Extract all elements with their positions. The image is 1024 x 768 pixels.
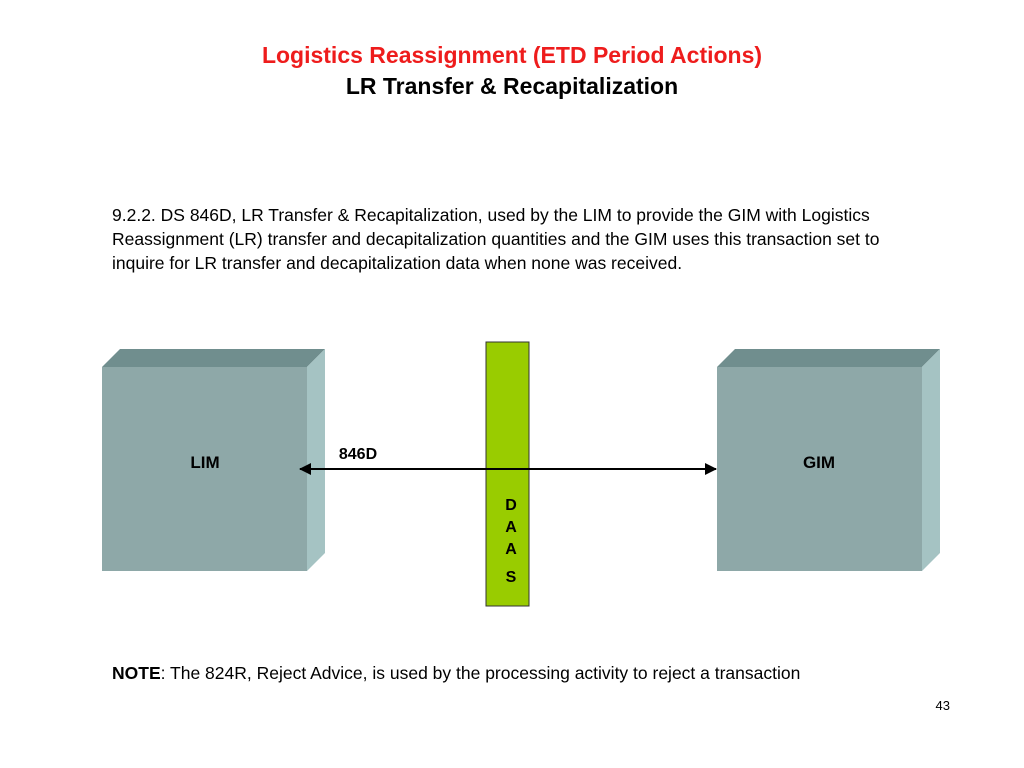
slide-title: Logistics Reassignment (ETD Period Actio…: [0, 40, 1024, 102]
gim-box-side: [922, 349, 940, 571]
lim-label: LIM: [190, 453, 219, 472]
daas-bar-rect: [485, 341, 530, 607]
daas-letter-1: D: [505, 497, 517, 514]
lim-box-front: [102, 367, 307, 571]
note-key: NOTE: [112, 663, 161, 683]
daas-letter-2: A: [505, 519, 517, 536]
body-paragraph: 9.2.2. DS 846D, LR Transfer & Recapitali…: [112, 205, 880, 273]
arrow-label-846d: 846D: [339, 446, 377, 463]
lim-box: LIM: [102, 349, 325, 571]
gim-box: GIM: [717, 349, 940, 571]
lim-box-top: [102, 349, 325, 367]
daas-bar: D A A S: [485, 341, 530, 607]
title-subtitle: LR Transfer & Recapitalization: [345, 73, 679, 99]
gim-box-front: [717, 367, 922, 571]
note-text: : The 824R, Reject Advice, is used by th…: [160, 663, 801, 683]
gim-box-top: [717, 349, 940, 367]
note-line: NOTE: The 824R, Reject Advice, is used b…: [112, 663, 800, 684]
lim-box-side: [307, 349, 325, 571]
page-number: 43: [935, 698, 950, 713]
title-main: Logistics Reassignment (ETD Period Actio…: [261, 42, 763, 68]
daas-letter-3: A: [505, 541, 517, 558]
daas-letter-4: S: [506, 569, 517, 586]
gim-label: GIM: [803, 453, 835, 472]
